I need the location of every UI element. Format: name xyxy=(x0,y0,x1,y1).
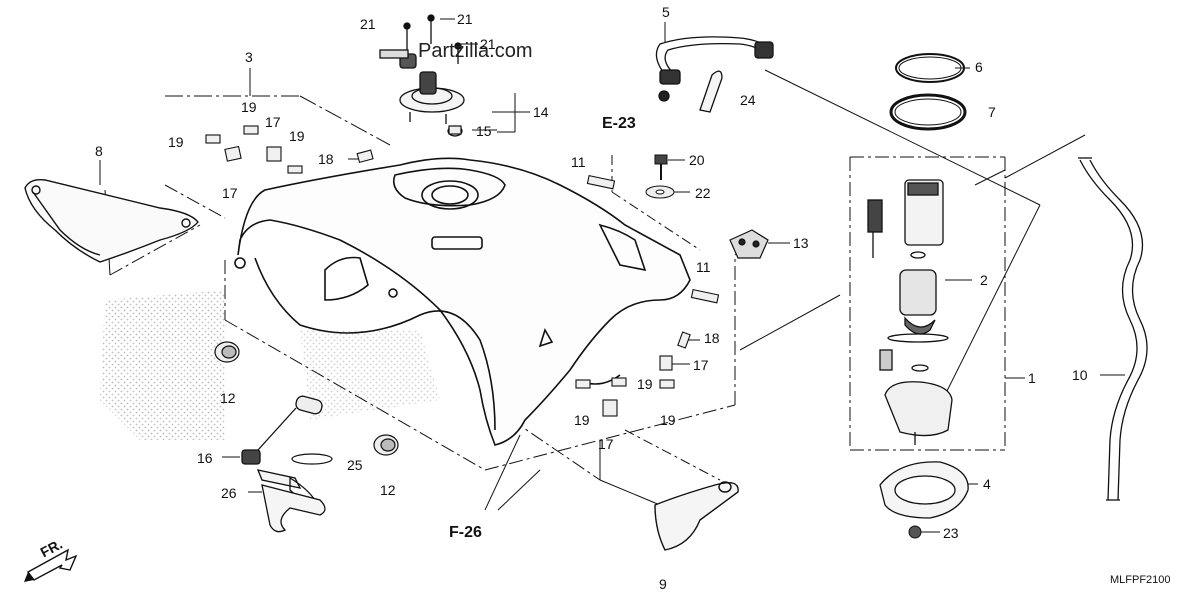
callout-19b: 19 xyxy=(168,134,184,150)
callout-18b: 18 xyxy=(704,330,720,346)
watermark: Partzilla.com xyxy=(418,40,533,62)
callout-5: 5 xyxy=(662,4,670,20)
part-25-oring xyxy=(291,453,333,465)
callout-6: 6 xyxy=(975,59,983,75)
part-13-connector xyxy=(729,229,769,259)
part-8-tank-cover xyxy=(24,178,199,263)
callout-11a: 11 xyxy=(571,154,586,170)
part-7-ring xyxy=(889,93,967,131)
callout-19e: 19 xyxy=(574,412,590,428)
callout-12a: 12 xyxy=(220,390,236,406)
part-16-fuel-level-sensor xyxy=(241,395,323,507)
part-26-gasket xyxy=(261,484,326,533)
page-number: 9 xyxy=(659,576,667,592)
callout-17a: 17 xyxy=(265,114,281,130)
part-15-grommet xyxy=(447,125,463,137)
callout-4: 4 xyxy=(983,476,991,492)
part-12-grommet-bottom xyxy=(373,434,399,456)
callout-24: 24 xyxy=(740,92,756,108)
callout-21b: 21 xyxy=(457,11,473,27)
part-23-nut xyxy=(908,525,922,539)
front-direction-arrow xyxy=(24,548,78,582)
callout-17c: 17 xyxy=(693,357,709,373)
part-5-hose xyxy=(655,36,774,113)
callout-1: 1 xyxy=(1028,370,1036,386)
part-17-bracket xyxy=(654,481,739,551)
callout-23: 23 xyxy=(943,525,959,541)
callout-2: 2 xyxy=(980,272,988,288)
part-4-retainer-plate xyxy=(879,461,969,519)
part-12-grommet-left xyxy=(214,341,240,363)
part-20-bolt xyxy=(654,154,668,180)
callout-17d: 17 xyxy=(598,436,614,452)
callout-19f: 19 xyxy=(660,412,676,428)
callout-21a: 21 xyxy=(360,16,376,32)
callout-13: 13 xyxy=(793,235,809,251)
callout-21c: 21 xyxy=(480,36,496,52)
part-10-hose xyxy=(1078,157,1148,501)
callout-18a: 18 xyxy=(318,151,334,167)
callout-26: 26 xyxy=(221,485,237,501)
reference-f26: F-26 xyxy=(449,524,482,541)
callout-15: 15 xyxy=(476,123,492,139)
fuel-tank-body xyxy=(234,157,691,446)
callout-8: 8 xyxy=(95,143,103,159)
part-14-fuel-cap xyxy=(379,14,465,124)
callout-7: 7 xyxy=(988,104,996,120)
callout-17b: 17 xyxy=(222,185,238,201)
stipple-shading xyxy=(100,290,440,440)
part-6-ring xyxy=(895,53,965,83)
part-22-washer xyxy=(645,185,675,199)
callout-19a: 19 xyxy=(241,99,257,115)
callout-19c: 19 xyxy=(289,128,305,144)
callout-10: 10 xyxy=(1072,367,1088,383)
callout-16: 16 xyxy=(197,450,213,466)
callout-20: 20 xyxy=(689,152,705,168)
reference-e23: E-23 xyxy=(602,115,636,132)
callout-11b: 11 xyxy=(696,259,711,275)
callout-19d: 19 xyxy=(637,376,653,392)
callout-22: 22 xyxy=(695,185,711,201)
callout-12b: 12 xyxy=(380,482,396,498)
callout-14: 14 xyxy=(533,104,549,120)
small-rubber-pads xyxy=(205,125,720,417)
callout-25: 25 xyxy=(347,457,363,473)
part-2-fuel-pump xyxy=(867,179,953,445)
callout-3: 3 xyxy=(245,49,253,65)
diagram-code: MLFPF2100 xyxy=(1110,574,1171,586)
